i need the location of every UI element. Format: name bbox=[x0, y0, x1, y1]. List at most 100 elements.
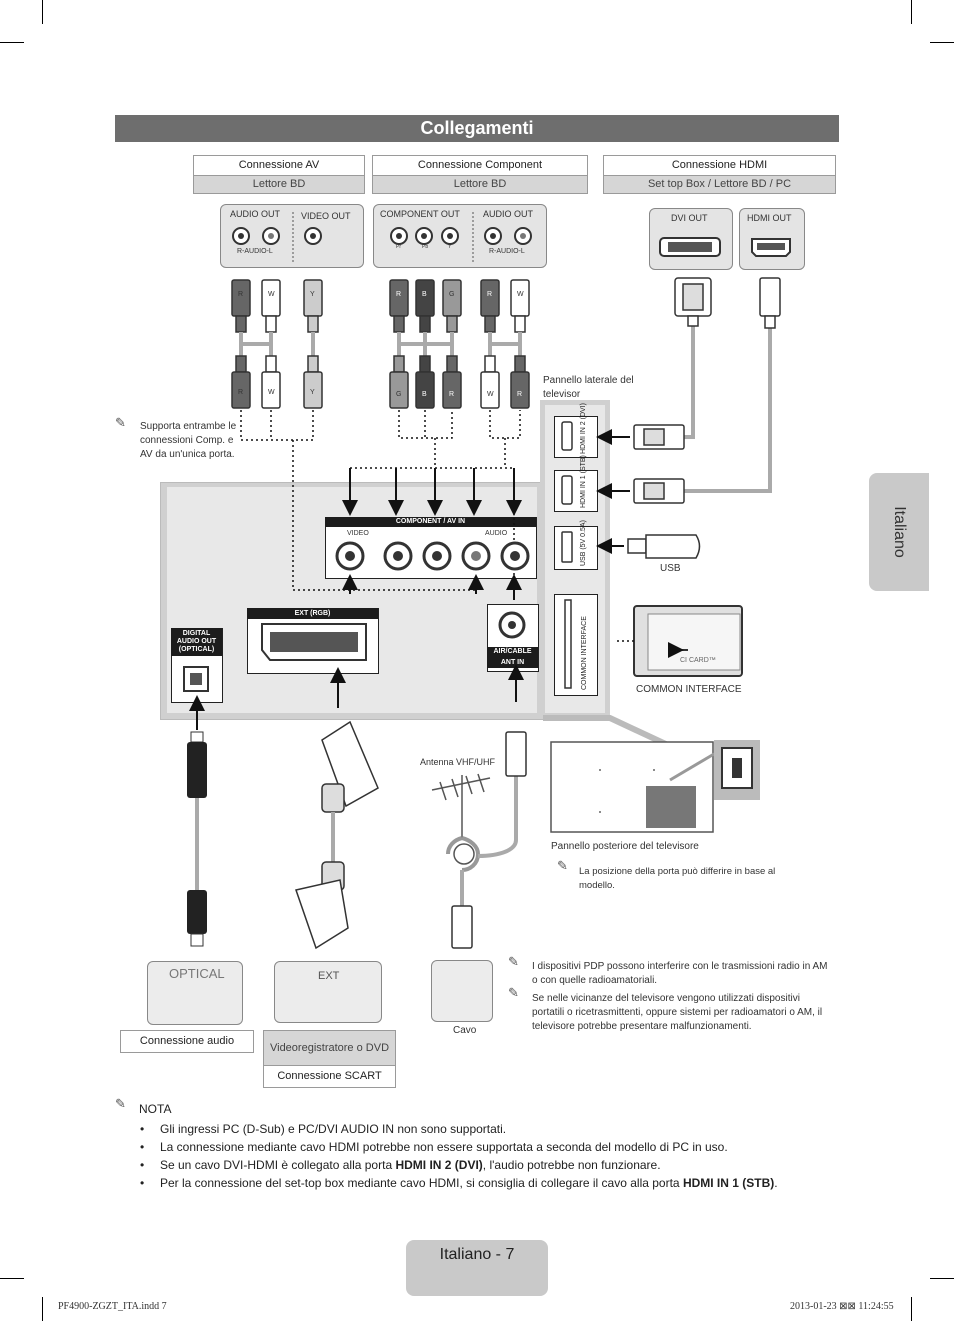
component-av-in-label: COMPONENT / AV IN bbox=[325, 517, 536, 527]
optical-device-box bbox=[147, 961, 243, 1025]
list-item: •Gli ingressi PC (D-Sub) e PC/DVI AUDIO … bbox=[140, 1122, 507, 1136]
arrows-down bbox=[342, 468, 522, 516]
crop-mark bbox=[911, 1297, 912, 1321]
bullet-bold: HDMI IN 2 (DVI) bbox=[395, 1158, 483, 1172]
crop-mark bbox=[0, 1278, 24, 1279]
header-hdmi-sub: Set top Box / Lettore BD / PC bbox=[604, 176, 835, 193]
crop-mark bbox=[930, 1278, 954, 1279]
audio-port-label: AUDIO bbox=[485, 530, 508, 537]
note-pdp: I dispositivi PDP possono interferire co… bbox=[532, 961, 828, 986]
ext-device-box bbox=[274, 961, 382, 1023]
video-out-label: VIDEO OUT bbox=[301, 211, 351, 221]
page-number: Italiano - 7 bbox=[439, 1246, 515, 1263]
list-item: •La connessione mediante cavo HDMI potre… bbox=[140, 1140, 728, 1154]
ant-in-label: ANT IN bbox=[487, 657, 538, 668]
note-devices: Se nelle vicinanze del televisore vengon… bbox=[532, 993, 823, 1032]
vcr-dvd-label: Videoregistratore o DVD bbox=[263, 1030, 396, 1066]
optical-cable bbox=[187, 731, 207, 947]
audio-out-label: AUDIO OUT bbox=[230, 209, 281, 219]
plug-letter: W bbox=[268, 389, 275, 396]
plug-letter: Y bbox=[310, 291, 315, 298]
side-panel-label: Pannello laterale del televisor bbox=[543, 375, 634, 400]
digital-audio-out-label: DIGITAL AUDIO OUT (OPTICAL) bbox=[171, 628, 222, 656]
common-interface-port[interactable] bbox=[554, 594, 598, 696]
cavo-device-box bbox=[431, 960, 493, 1022]
bullet-bold: HDMI IN 1 (STB) bbox=[682, 1176, 775, 1190]
plug-letter: G bbox=[449, 291, 455, 298]
ci-card-icon bbox=[633, 605, 743, 677]
bullet-text: La connessione mediante cavo HDMI potreb… bbox=[160, 1140, 728, 1154]
scart-cable bbox=[295, 720, 379, 950]
r-audio-l-label: R-AUDIO-L bbox=[237, 248, 273, 255]
header-hdmi: Connessione HDMI Set top Box / Lettore B… bbox=[603, 155, 836, 194]
hdmi-cables bbox=[684, 326, 772, 493]
header-component-title: Connessione Component bbox=[373, 156, 587, 176]
audio-connection-label: Connessione audio bbox=[120, 1030, 254, 1053]
arrows-up bbox=[189, 574, 524, 730]
scart-port-icon bbox=[261, 623, 367, 661]
plug-letter: W bbox=[268, 291, 275, 298]
component-source-jacks bbox=[390, 212, 532, 262]
dvi-out-label: DVI OUT bbox=[671, 213, 708, 223]
plug-letter: Y bbox=[310, 389, 315, 396]
plug-letter: R bbox=[396, 291, 402, 298]
header-av: Connessione AV Lettore BD bbox=[193, 155, 365, 194]
rear-note: La posizione della porta può differire i… bbox=[579, 866, 776, 891]
dvi-connector-icon bbox=[659, 237, 721, 257]
pencil-note-icon: ✎ bbox=[115, 415, 126, 430]
footer-date: 2013-01-23 ⊠⊠ 11:24:55 bbox=[790, 1301, 894, 1312]
language-side-tab: Italiano bbox=[869, 473, 929, 591]
plug-letter: W bbox=[517, 291, 524, 298]
header-hdmi-title: Connessione HDMI bbox=[604, 156, 835, 176]
rca-cables bbox=[239, 332, 522, 356]
dvi-plug bbox=[674, 277, 712, 327]
list-item: •Per la connessione del set-top box medi… bbox=[140, 1176, 778, 1190]
pb-label: Pb bbox=[422, 244, 429, 250]
arrows-left bbox=[596, 429, 630, 499]
pencil-note-icon: ✎ bbox=[508, 954, 519, 969]
header-component: Connessione Component Lettore BD bbox=[372, 155, 588, 194]
hdmi-plug-top bbox=[759, 277, 781, 329]
plug-letter: B bbox=[422, 391, 427, 398]
crop-mark bbox=[930, 42, 954, 43]
cavo-label: Cavo bbox=[453, 1025, 477, 1036]
header-av-title: Connessione AV bbox=[194, 156, 364, 176]
video-port-label: VIDEO bbox=[347, 530, 369, 537]
pr-label: Pr bbox=[396, 244, 401, 250]
plug-letter: G bbox=[396, 391, 402, 398]
hdmi-out-label: HDMI OUT bbox=[747, 213, 792, 223]
crop-mark bbox=[0, 42, 24, 43]
plug-letter: R bbox=[517, 391, 523, 398]
ext-rgb-label: EXT (RGB) bbox=[247, 608, 378, 619]
bullet-tail: . bbox=[774, 1176, 778, 1190]
crop-mark bbox=[911, 0, 912, 24]
footer-file: PF4900-ZGZT_ITA.indd 7 bbox=[58, 1301, 167, 1312]
tv-rear-illustration bbox=[543, 715, 760, 833]
plug-letter: W bbox=[487, 391, 494, 398]
plug-letter: R bbox=[238, 291, 244, 298]
bullet-text: Se un cavo DVI-HDMI è collegato alla por… bbox=[160, 1158, 396, 1172]
bullet-text: Per la connessione del set-top box media… bbox=[160, 1176, 683, 1190]
bullet-text: Gli ingressi PC (D-Sub) e PC/DVI AUDIO I… bbox=[160, 1122, 507, 1136]
common-interface-label: COMMON INTERFACE bbox=[636, 684, 742, 695]
list-item: •Se un cavo DVI-HDMI è collegato alla po… bbox=[140, 1158, 661, 1172]
usb-stick-icon bbox=[627, 534, 701, 559]
crop-mark bbox=[42, 1297, 43, 1321]
r-audio-l-label-2: R-AUDIO-L bbox=[489, 248, 525, 255]
y-label: Y bbox=[448, 244, 452, 250]
ci-card-label: CI CARD™ bbox=[680, 657, 716, 664]
av-source-panel bbox=[220, 204, 364, 268]
rca-plugs-top bbox=[231, 279, 530, 333]
rca-plugs-bottom bbox=[231, 355, 530, 409]
antenna-icon bbox=[431, 773, 491, 872]
plug-letter: B bbox=[422, 291, 427, 298]
pencil-note-icon: ✎ bbox=[557, 858, 568, 873]
bullet-tail: , l'audio potrebbe non funzionare. bbox=[482, 1158, 661, 1172]
dotted-paths bbox=[240, 410, 521, 600]
page-title: Collegamenti bbox=[115, 115, 839, 142]
rear-panel-label: Pannello posteriore del televisore bbox=[551, 841, 699, 852]
usb-label: USB bbox=[660, 563, 681, 574]
nota-title: NOTA bbox=[139, 1102, 172, 1116]
header-component-sub: Lettore BD bbox=[373, 176, 587, 193]
header-av-sub: Lettore BD bbox=[194, 176, 364, 193]
